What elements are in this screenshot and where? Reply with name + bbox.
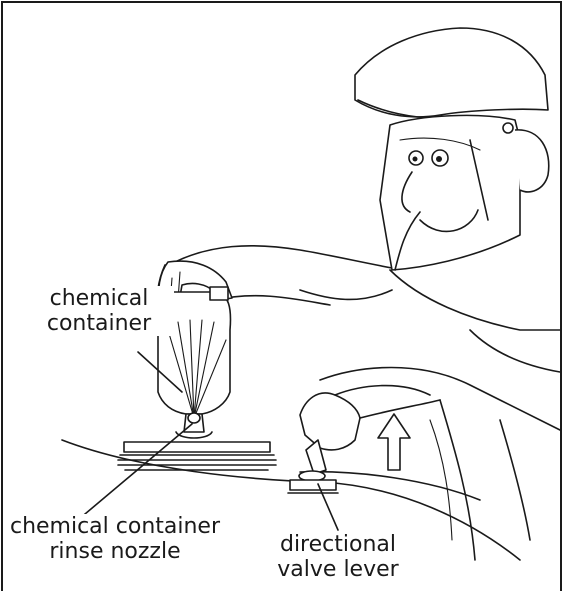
valve-lever-label: directional valve lever [268, 532, 408, 582]
right-hand-on-lever [300, 386, 440, 450]
valve-lever-label-line2: valve lever [268, 557, 408, 582]
rinse-nozzle-assembly [118, 413, 276, 470]
chemical-container-label-line1: chemical [24, 286, 174, 311]
chemical-container-label: chemical container [24, 286, 174, 336]
rinse-nozzle-label: chemical container rinse nozzle [4, 514, 226, 564]
up-arrow-icon [378, 414, 410, 470]
rinse-nozzle-label-line1: chemical container [4, 514, 226, 539]
valve-lever-label-line1: directional [268, 532, 408, 557]
chemical-container-label-line2: container [24, 311, 174, 336]
rinse-nozzle-label-line2: rinse nozzle [4, 539, 226, 564]
operator-head [355, 28, 549, 270]
